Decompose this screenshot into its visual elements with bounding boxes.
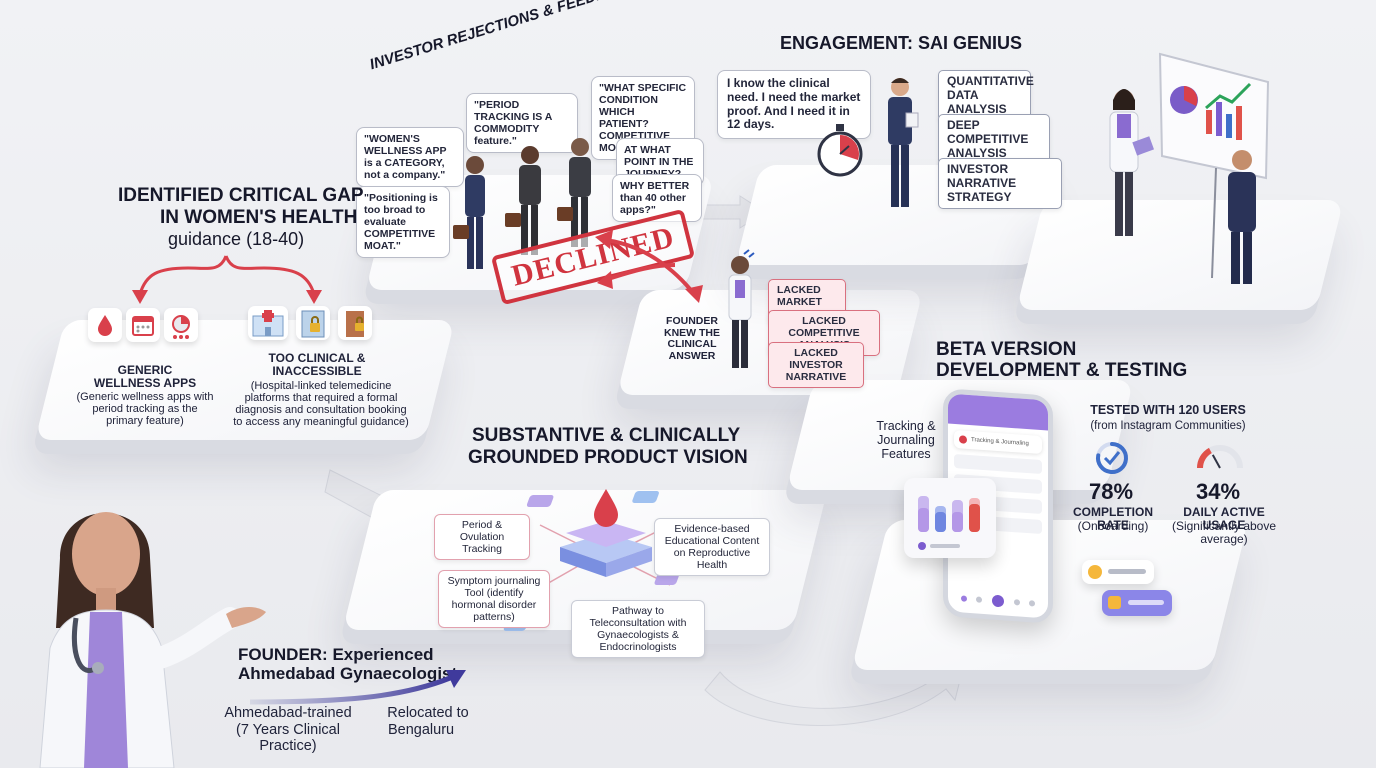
phone-header-bar xyxy=(948,393,1048,431)
stopwatch-icon xyxy=(817,124,863,177)
founder-to-line1: Relocated to xyxy=(387,705,469,721)
too-clinical-head: TOO CLINICAL & INACCESSIBLE xyxy=(268,351,366,379)
service-competitive: DEEP COMPETITIVE ANALYSIS xyxy=(938,114,1050,166)
beta-title-line2: DEVELOPMENT & TESTING xyxy=(936,360,1188,381)
quote-category: "WOMEN'S WELLNESS APP is a CATEGORY, not… xyxy=(356,127,464,188)
usage-gauge-icon xyxy=(1197,445,1243,469)
founder-title-line1: FOUNDER: Experienced xyxy=(238,645,434,664)
metric-usage-value: 34% xyxy=(1196,479,1241,504)
chat-bubble-smile xyxy=(1082,560,1154,584)
presentation-board xyxy=(1158,52,1270,279)
metric-completion-sub: (Onboarding) xyxy=(1077,519,1149,533)
relocation-arrow xyxy=(249,670,466,705)
metric-gauges xyxy=(1096,442,1243,474)
metric-usage-sub: (Significantly above average) xyxy=(1171,519,1277,547)
investor-figures xyxy=(453,138,591,269)
phone-card-pin-icon xyxy=(959,435,967,444)
founder-to-line2: Bengaluru xyxy=(388,722,455,738)
investor-figure-2 xyxy=(505,146,541,255)
metric-completion-value: 78% xyxy=(1089,479,1134,504)
nav-chart-icon[interactable] xyxy=(1013,599,1020,606)
gap-title-line2: IN WOMEN'S HEALTH xyxy=(160,207,358,228)
founder-title-line2: Ahmedabad Gynaecologist xyxy=(238,664,458,683)
investor-figure-1 xyxy=(453,156,485,269)
nav-calendar-icon[interactable] xyxy=(976,596,983,603)
lacked-investor-narrative: LACKED INVESTOR NARRATIVE xyxy=(768,342,864,389)
metric-usage-label: DAILY ACTIVE USAGE xyxy=(1183,505,1265,533)
feature-teleconsultation: Pathway to Teleconsultation with Gynaeco… xyxy=(571,600,705,659)
engagement-title: ENGAGEMENT: SAI GENIUS xyxy=(780,33,1023,53)
generic-apps-head: GENERIC WELLNESS APPS xyxy=(93,363,197,391)
completion-gauge-icon xyxy=(1096,442,1128,474)
nav-profile-icon[interactable] xyxy=(1029,600,1036,607)
generic-apps-body: (Generic wellness apps with period track… xyxy=(76,391,214,428)
chat-line xyxy=(1108,569,1146,574)
vision-title-line1: SUBSTANTIVE & CLINICALLY xyxy=(472,425,741,446)
tested-sub: (from Instagram Communities) xyxy=(1090,420,1246,432)
metric-completion-label: COMPLETION RATE xyxy=(1073,505,1153,533)
chat-bubble-thumbsup xyxy=(1102,590,1172,616)
vision-title-line2: GROUNDED PRODUCT VISION xyxy=(468,447,748,468)
founder-knew-caption: FOUNDER KNEW THE CLINICAL ANSWER xyxy=(664,315,720,362)
beta-title-line1: BETA VERSION xyxy=(936,339,1077,360)
pie-tile-icon xyxy=(164,308,198,342)
feature-period-tracking: Period & Ovulation Tracking xyxy=(434,514,530,561)
gap-title-line1: IDENTIFIED CRITICAL GAP xyxy=(118,185,364,206)
calendar-tile-icon xyxy=(126,308,160,342)
gap-title-line3: guidance (18-40) xyxy=(168,229,305,249)
doctor-presenter xyxy=(1109,89,1155,236)
feature-symptom-journaling: Symptom journaling Tool (identify hormon… xyxy=(438,570,550,629)
phone-list-row xyxy=(954,453,1042,475)
blood-drop-tile-icon xyxy=(88,308,122,342)
padlock-door-tile-icon xyxy=(338,306,372,340)
presentation-scene xyxy=(1109,52,1270,284)
founder-from-line1: Ahmedabad-trained xyxy=(224,705,352,721)
smile-emoji-icon xyxy=(1088,565,1102,579)
locked-door-tile-icon xyxy=(296,306,330,340)
nav-add-icon[interactable] xyxy=(991,594,1004,608)
service-investor-narrative: INVESTOR NARRATIVE STRATEGY xyxy=(938,158,1062,210)
founder-from-line2: (7 Years Clinical Practice) xyxy=(236,722,340,754)
phone-card: Tracking & Journaling xyxy=(954,429,1042,455)
phone-callout: Tracking & Journaling Features xyxy=(876,419,936,461)
mini-bar-chart xyxy=(918,496,980,550)
split-arrows xyxy=(132,255,322,304)
nav-home-icon[interactable] xyxy=(960,595,967,602)
hospital-tile-icon xyxy=(248,306,288,340)
chat-line xyxy=(1128,600,1164,605)
too-clinical-body: (Hospital-linked telemedicine platforms … xyxy=(233,380,409,429)
service-quantitative: QUANTITATIVE DATA ANALYSIS xyxy=(938,70,1034,122)
quote-positioning: "Positioning is too broad to evaluate CO… xyxy=(356,186,450,259)
consultant-figure xyxy=(888,78,919,207)
founder-doctor-figure xyxy=(39,512,266,768)
investor-viewer xyxy=(1228,150,1256,284)
tested-head: TESTED WITH 120 USERS xyxy=(1090,403,1246,417)
floating-chart-card xyxy=(904,478,996,558)
phone-card-label: Tracking & Journaling xyxy=(971,437,1029,448)
stressed-founder-figure xyxy=(728,249,755,368)
rejection-arrows xyxy=(595,230,703,303)
founder-speech: I know the clinical need. I need the mar… xyxy=(717,70,871,140)
phone-nav-bar[interactable] xyxy=(956,590,1040,612)
quote-better: WHY BETTER than 40 other apps?" xyxy=(612,174,702,223)
thumbs-up-icon xyxy=(1108,596,1121,609)
investor-figure-3 xyxy=(557,138,591,247)
feature-educational-content: Evidence-based Educational Content on Re… xyxy=(654,518,770,577)
